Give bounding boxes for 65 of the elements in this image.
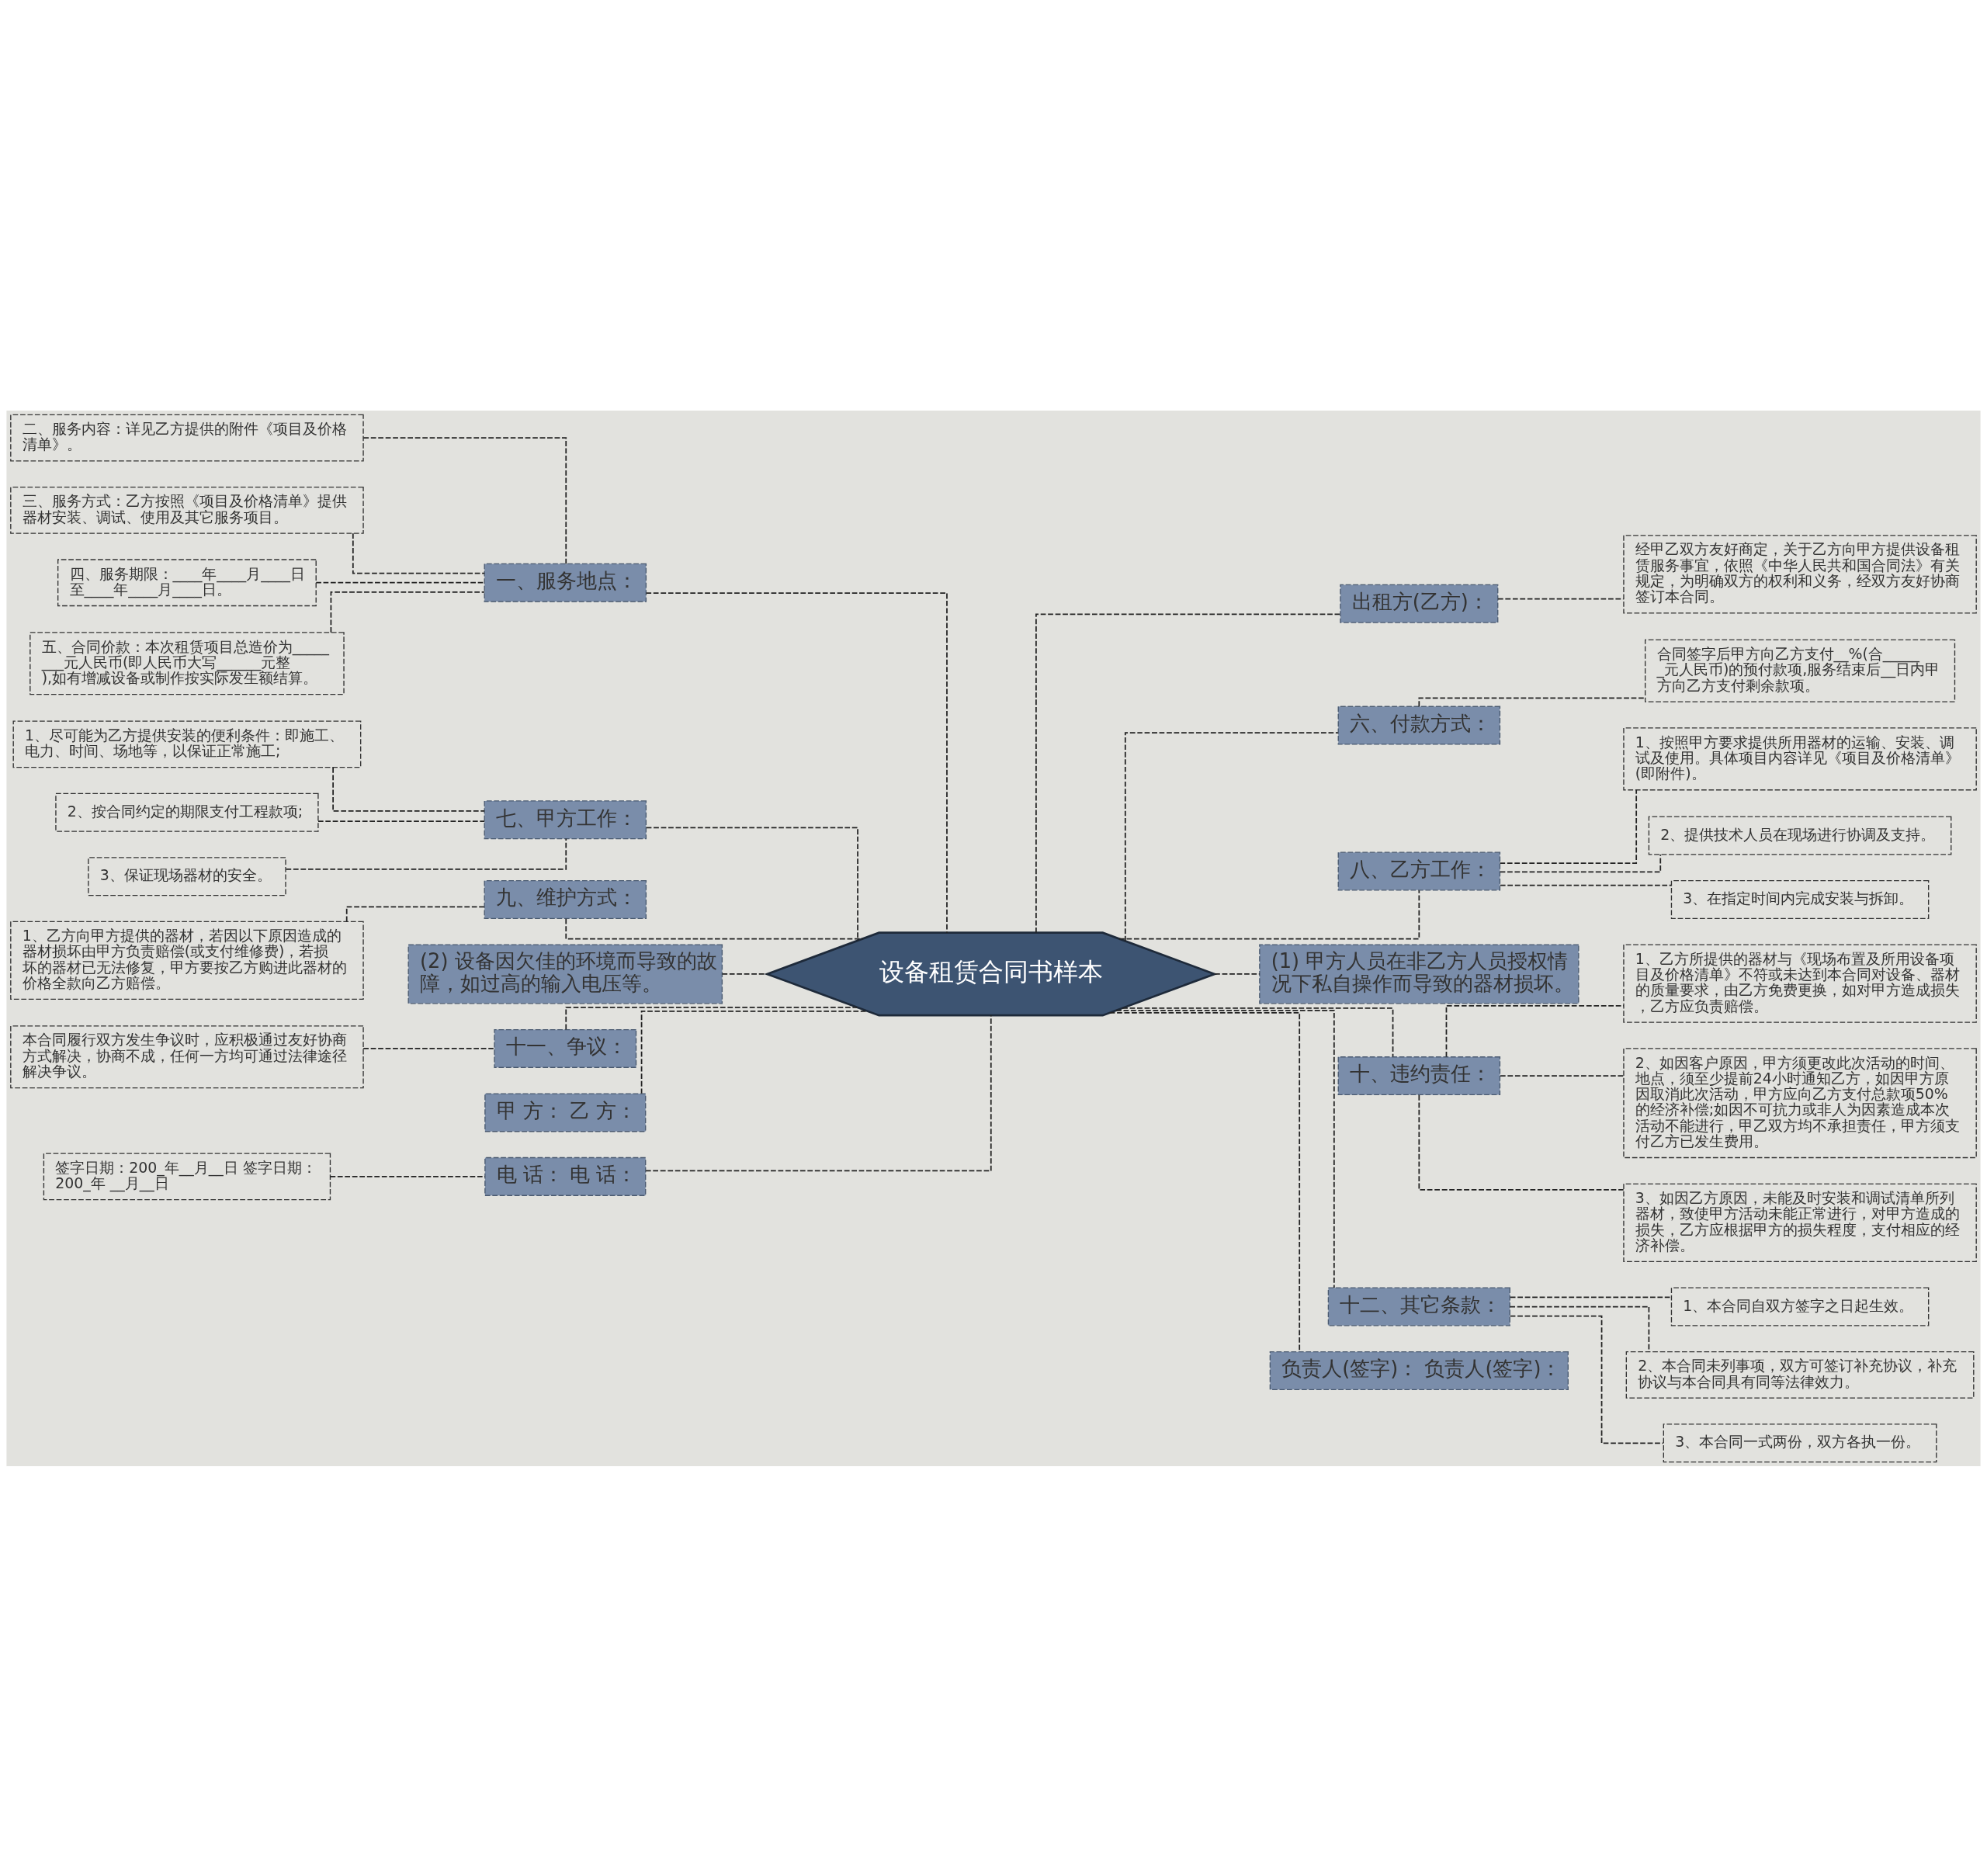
node-box: 2、按合同约定的期限支付工程款项; <box>55 792 319 832</box>
node-box: 2、本合同未列事项，双方可签订补充协议，补充协议与本合同具有同等法律效力。 <box>1625 1351 1975 1399</box>
node-box: 七、甲方工作： <box>484 799 647 839</box>
node-box: 负责人(签字)： 负责人(签字)： <box>1269 1351 1569 1390</box>
connector <box>1108 1011 1301 1352</box>
connector <box>1418 697 1646 707</box>
connector <box>645 591 948 934</box>
node-box: 十二、其它条款： <box>1327 1287 1510 1326</box>
node-box: 1、本合同自双方签字之日起生效。 <box>1670 1287 1930 1326</box>
connector <box>332 766 485 812</box>
node-box: 3、保证现场器材的安全。 <box>88 856 286 896</box>
node-box: 签字日期：200_年__月__日 签字日期：200_年 __月__日 <box>43 1152 331 1200</box>
node-box: 本合同履行双方发生争议时，应积极通过友好协商方式解决，协商不成，任何一方均可通过法律途径解决争议。 <box>10 1025 364 1088</box>
connector <box>1499 789 1638 864</box>
node-box: 1、按照甲方要求提供所用器材的运输、安装、调试及使用。具体项目内容详见《项目及价格清单》(即附件)。 <box>1623 726 1977 790</box>
connector <box>285 837 567 870</box>
node-box: 1、乙方所提供的器材与《现场布置及所用设备项目及价格清单》不符或未达到本合同对设备、器材的质量要求，由乙方免费更换，如对甲方造成损失，乙方应负责赔偿。 <box>1623 943 1977 1023</box>
connector <box>1035 612 1341 934</box>
connector <box>1115 1009 1335 1288</box>
connector <box>352 532 485 574</box>
node-box: 十、违约责任： <box>1337 1056 1501 1095</box>
connector <box>1214 973 1261 975</box>
node-box: 四、服务期限：____年____月____日至____年____月____日。 <box>57 558 317 606</box>
connector <box>1122 1007 1394 1057</box>
connector <box>317 820 485 822</box>
connector <box>1500 884 1673 886</box>
node-box: 出租方(乙方)： <box>1340 584 1499 623</box>
node-box: 1、乙方向甲方提供的器材，若因以下原因造成的器材损坏由甲方负责赔偿(或支付维修费)，若损坏的器材已无法修复，甲方要按乙方购进此器材的价格全款向乙方赔偿。 <box>10 921 364 1000</box>
node-box: 六、付款方式： <box>1337 706 1501 745</box>
node-box: 3、本合同一式两份，双方各执一份。 <box>1663 1423 1937 1462</box>
connector <box>645 1014 992 1171</box>
node-box: 电 话： 电 话： <box>484 1156 647 1196</box>
connector <box>1497 598 1625 600</box>
connector <box>330 591 485 633</box>
connector <box>1509 1306 1650 1352</box>
node-box: 2、提供技术人员在现场进行协调及支持。 <box>1648 816 1952 855</box>
connector <box>645 827 858 941</box>
node-box: 三、服务方式：乙方按照《项目及价格清单》提供器材安装、调试、使用及其它服务项目。 <box>10 486 364 534</box>
node-box: 五、合同价款：本次租赁项目总造价为________元人民币(即人民币大写______元整),如有增减设备或制作按实际发生额结算。 <box>29 631 345 695</box>
node-box: 八、乙方工作： <box>1337 851 1501 890</box>
node-box: 3、在指定时间内完成安装与拆卸。 <box>1670 879 1930 919</box>
connector <box>1124 731 1339 941</box>
node-box: 二、服务内容：详见乙方提供的附件《项目及价格清单》。 <box>10 414 364 462</box>
node-box: 十一、争议： <box>494 1028 637 1068</box>
connector <box>329 1175 486 1177</box>
node-box: 2、如因客户原因，甲方须更改此次活动的时间、地点，须至少提前24小时通知乙方，如因甲方原因取消此次活动，甲方应向乙方支付总款项50%的经济补偿;如因不可抗力或非人为因素造成本次活动不能进行，甲乙双方均不承担责任，甲方须支付乙方已发生费用。 <box>1623 1047 1977 1158</box>
node-box: 经甲乙双方友好商定，关于乙方向甲方提供设备租赁服务事宜，依照《中华人民共和国合同法》有关规定，为明确双方的权利和义务，经双方友好协商签订本合同。 <box>1623 534 1977 614</box>
node-box: 合同签字后甲方向乙方支付__%(合______元人民币)的预付款项,服务结束后__日内甲方向乙方支付剩余款项。 <box>1645 639 1956 702</box>
connector <box>721 973 768 975</box>
connector <box>1418 1094 1625 1191</box>
node-box: 甲 方： 乙 方： <box>484 1092 647 1132</box>
connector <box>362 1047 495 1049</box>
node-box: 一、服务地点： <box>484 563 647 602</box>
connector <box>1445 1004 1625 1057</box>
node-box: 1、尽可能为乙方提供安装的便利条件：即施工、电力、时间、场地等，以保证正常施工; <box>12 720 362 768</box>
connector <box>315 581 485 584</box>
connector <box>1118 889 1420 939</box>
node-box: 九、维护方式： <box>484 879 647 919</box>
node-box: (1) 甲方人员在非乙方人员授权情况下私自操作而导致的器材损坏。 <box>1259 943 1580 1004</box>
connector <box>1509 1315 1664 1444</box>
node-box: (2) 设备因欠佳的环境而导致的故障，如过高的输入电压等。 <box>407 943 723 1004</box>
node-box: 3、如因乙方原因，未能及时安装和调试清单所列器材，致使甲方活动未能正常进行，对甲方造成的损失，乙方应根据甲方的损失程度，支付相应的经济补偿。 <box>1623 1183 1977 1262</box>
connector <box>1500 1074 1625 1077</box>
connector <box>362 436 567 564</box>
connector <box>1499 853 1662 872</box>
